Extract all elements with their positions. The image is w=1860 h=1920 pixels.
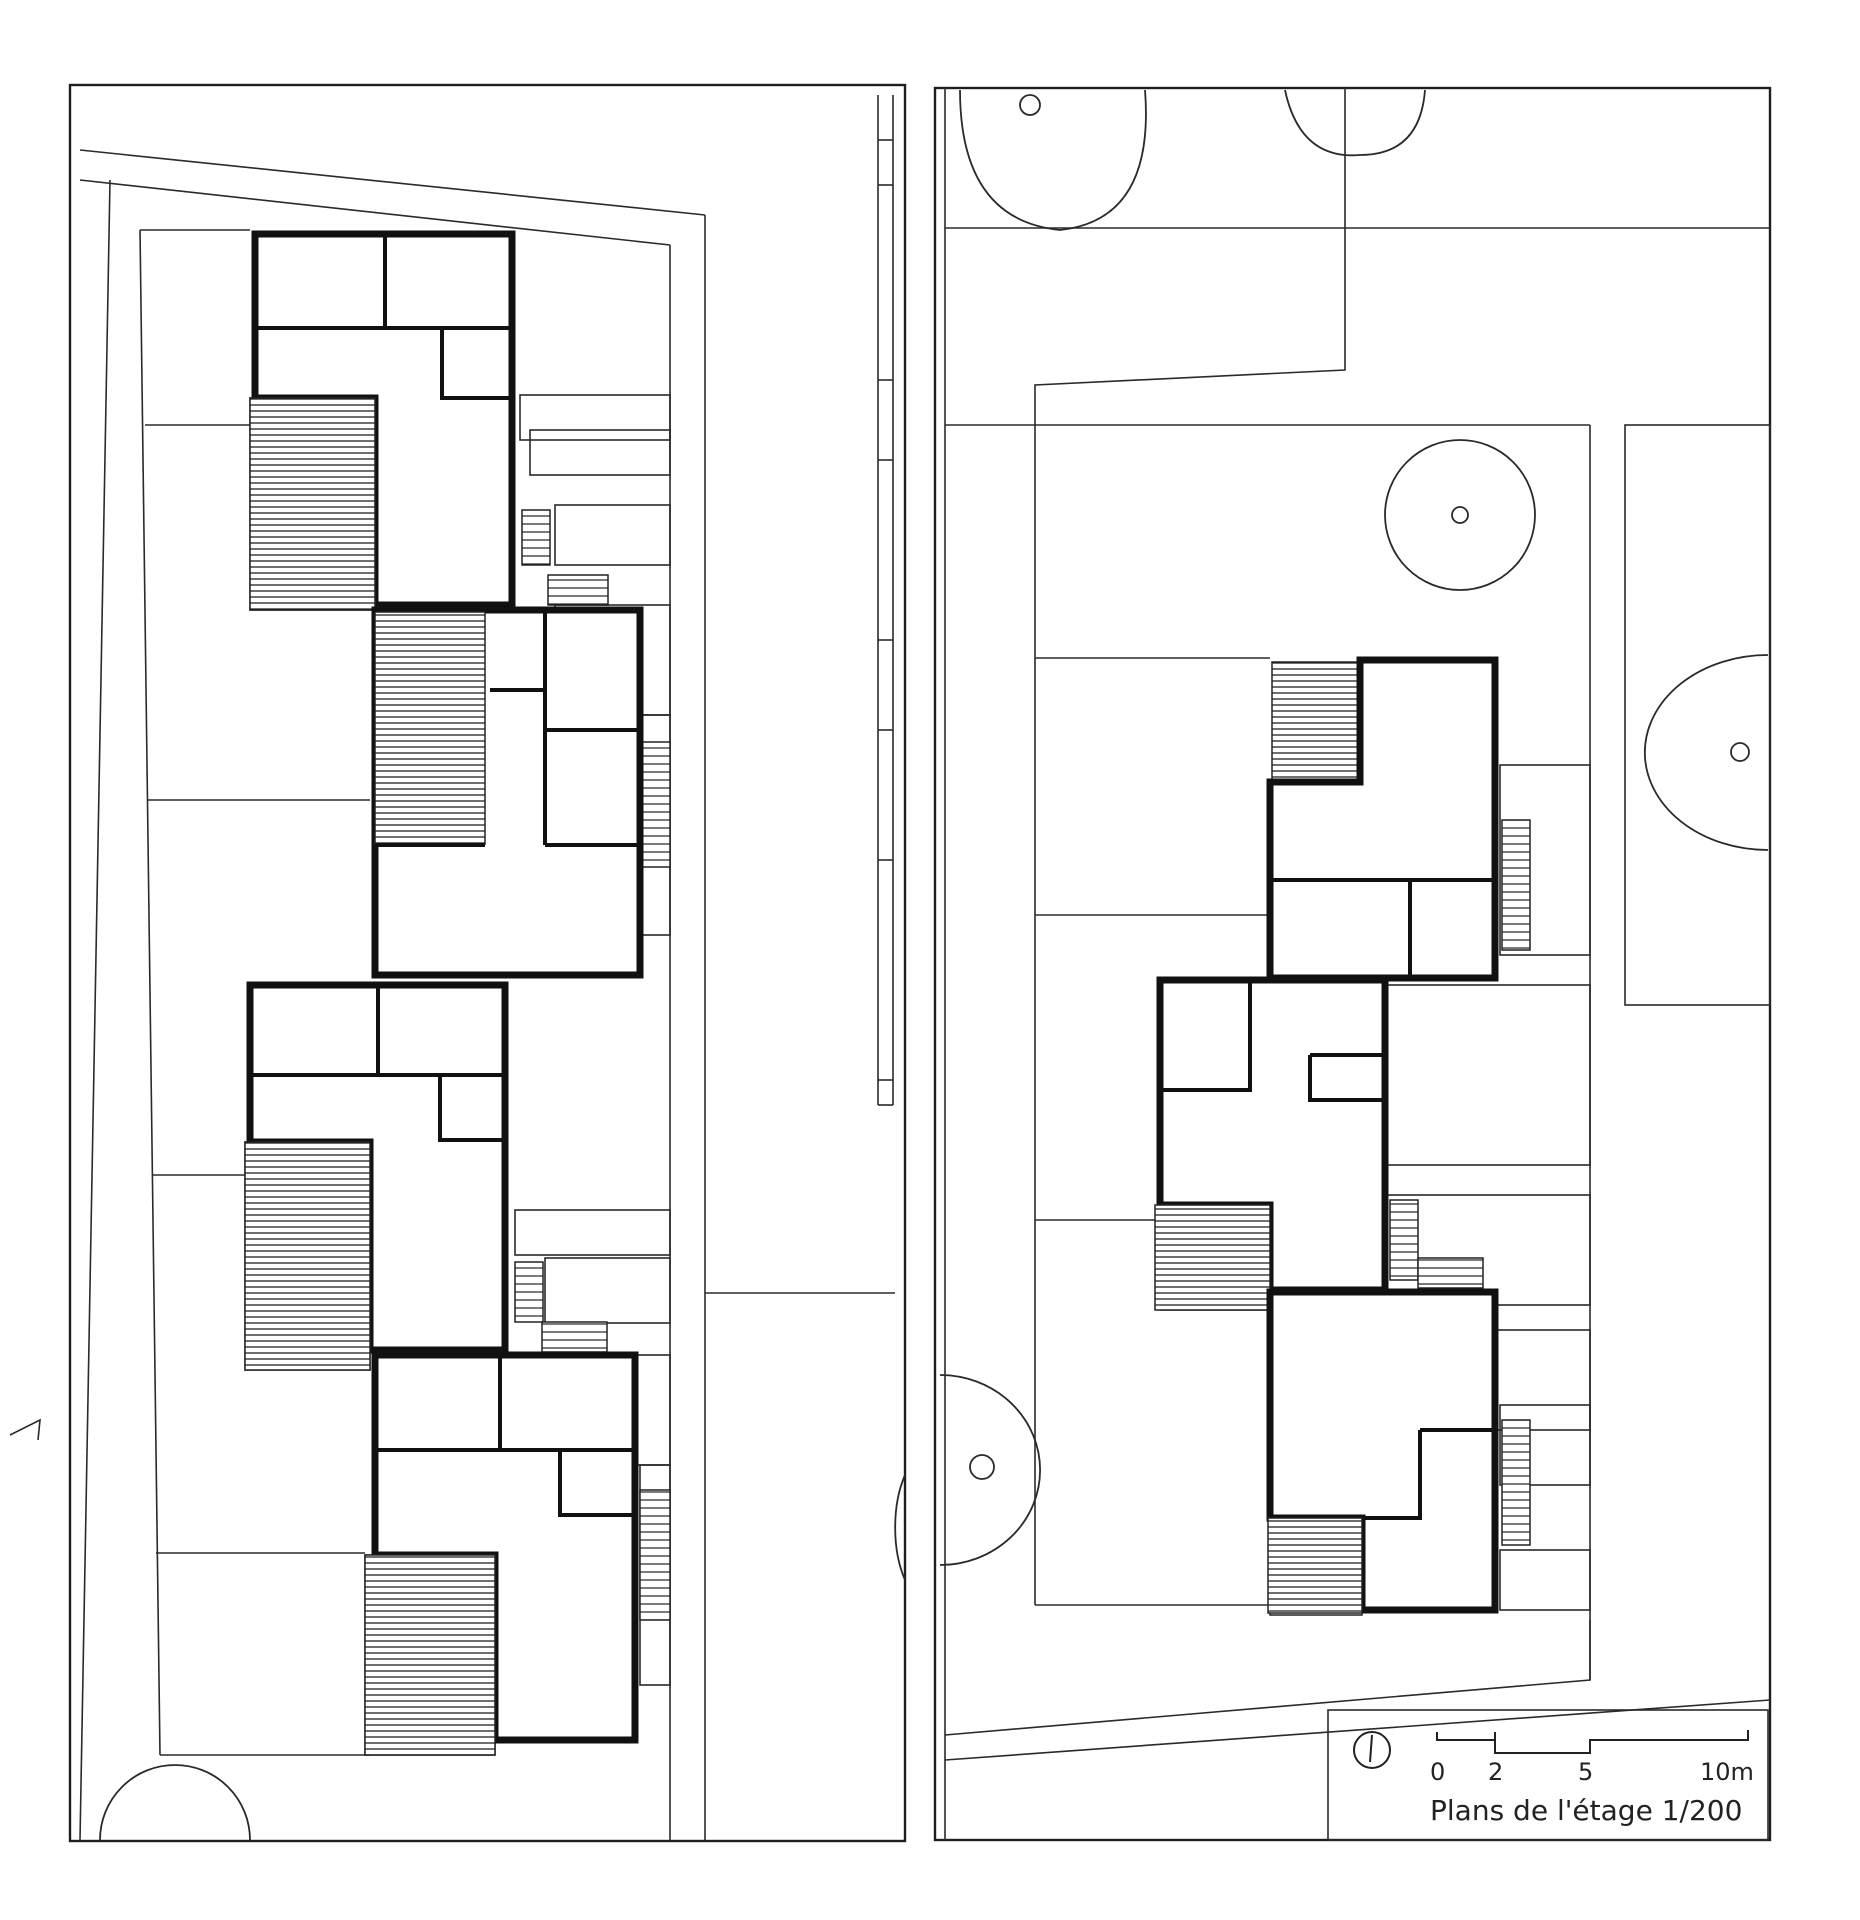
stair-1a bbox=[521, 509, 551, 566]
fence-ticks bbox=[878, 139, 893, 1081]
stair-7 bbox=[1501, 1419, 1531, 1546]
dwelling-unit-6 bbox=[1154, 976, 1389, 1311]
stair-6a bbox=[1389, 1199, 1419, 1281]
north-arrow-icon bbox=[1353, 1731, 1391, 1769]
tree-right-edge bbox=[894, 1474, 906, 1581]
plan-caption: Plans de l'étage 1/200 bbox=[1430, 1794, 1742, 1827]
legend-box: 0 2 5 10m Plans de l'étage 1/200 bbox=[1327, 1709, 1769, 1841]
scale-bar bbox=[1436, 1730, 1749, 1754]
dwelling-unit-4 bbox=[364, 1351, 639, 1756]
stair-5 bbox=[1501, 819, 1531, 951]
tree-middle bbox=[1384, 439, 1536, 591]
tree-top-center bbox=[1284, 89, 1426, 157]
terrace-5 bbox=[1271, 661, 1361, 783]
dwelling-unit-7 bbox=[1266, 1288, 1499, 1614]
stair-3b bbox=[541, 1321, 608, 1353]
scale-label-0: 0 bbox=[1430, 1758, 1445, 1786]
tree-right bbox=[1643, 654, 1769, 851]
tree-bottom-left-right-sheet bbox=[939, 1374, 1041, 1566]
dwelling-unit-1 bbox=[249, 230, 516, 611]
stair-3a bbox=[514, 1261, 544, 1323]
stair-1b bbox=[547, 574, 609, 606]
stair-6b bbox=[1417, 1257, 1484, 1289]
margin-mark bbox=[9, 1418, 41, 1441]
stair-4 bbox=[639, 1489, 671, 1621]
scale-label-10m: 10m bbox=[1700, 1758, 1754, 1786]
left-frame bbox=[68, 83, 907, 1843]
left-plan-sheet bbox=[68, 83, 907, 1843]
stair-2 bbox=[641, 741, 671, 868]
tree-top-left bbox=[959, 89, 1147, 231]
tree-bottom-left bbox=[99, 1764, 251, 1841]
scale-label-5: 5 bbox=[1578, 1758, 1593, 1786]
dwelling-unit-3 bbox=[244, 981, 509, 1371]
right-plan-sheet: 0 2 5 10m Plans de l'étage 1/200 bbox=[933, 86, 1772, 1842]
dwelling-unit-2 bbox=[371, 606, 644, 979]
scale-label-2: 2 bbox=[1488, 1758, 1503, 1786]
